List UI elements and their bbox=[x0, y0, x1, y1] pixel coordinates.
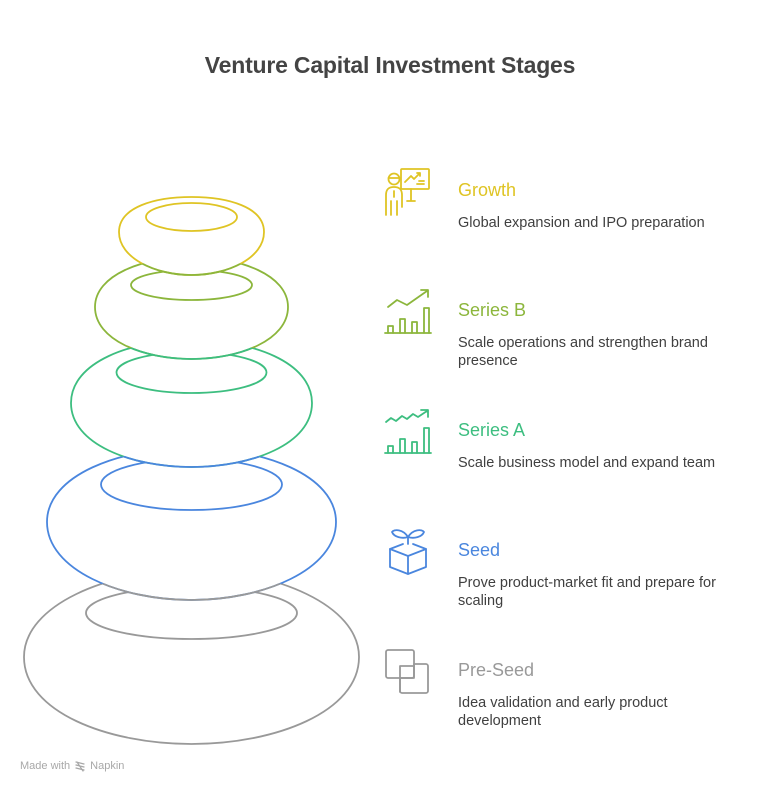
stage-series-a-label: Series A bbox=[458, 420, 526, 440]
stage-growth-description: Global expansion and IPO preparation bbox=[458, 215, 705, 231]
napkin-attribution[interactable]: Made with Napkin bbox=[20, 760, 124, 772]
stage-pre-seed-label: Pre-Seed bbox=[458, 660, 535, 680]
overlapping-squares-icon bbox=[385, 649, 429, 694]
stage-growth-label: Growth bbox=[458, 180, 517, 200]
stage-seed-label: Seed bbox=[458, 540, 501, 560]
stage-series-a-description: Scale business model and expand team bbox=[458, 455, 716, 471]
torus-growth bbox=[118, 196, 265, 276]
page-title: Venture Capital Investment Stages bbox=[204, 52, 576, 78]
torus-seed bbox=[46, 447, 337, 601]
made-with-text: Made with bbox=[20, 760, 71, 772]
stage-series-b-description: Scale operations and strengthen brand pr… bbox=[458, 335, 708, 369]
stage-series-b-label: Series B bbox=[458, 300, 527, 320]
napkin-brand-text: Napkin bbox=[90, 760, 125, 772]
sprout-box-icon bbox=[389, 529, 427, 575]
stage-seed-description: Prove product-market fit and prepare for… bbox=[458, 575, 716, 609]
bar-chart-trend-icon bbox=[384, 409, 432, 454]
stage-pre-seed-description: Idea validation and early product develo… bbox=[458, 695, 668, 729]
bar-chart-trend-icon bbox=[384, 289, 432, 334]
presentation-growth-icon bbox=[385, 168, 430, 216]
napkin-logo-icon bbox=[75, 761, 85, 772]
torus-stack-diagram bbox=[23, 196, 360, 745]
